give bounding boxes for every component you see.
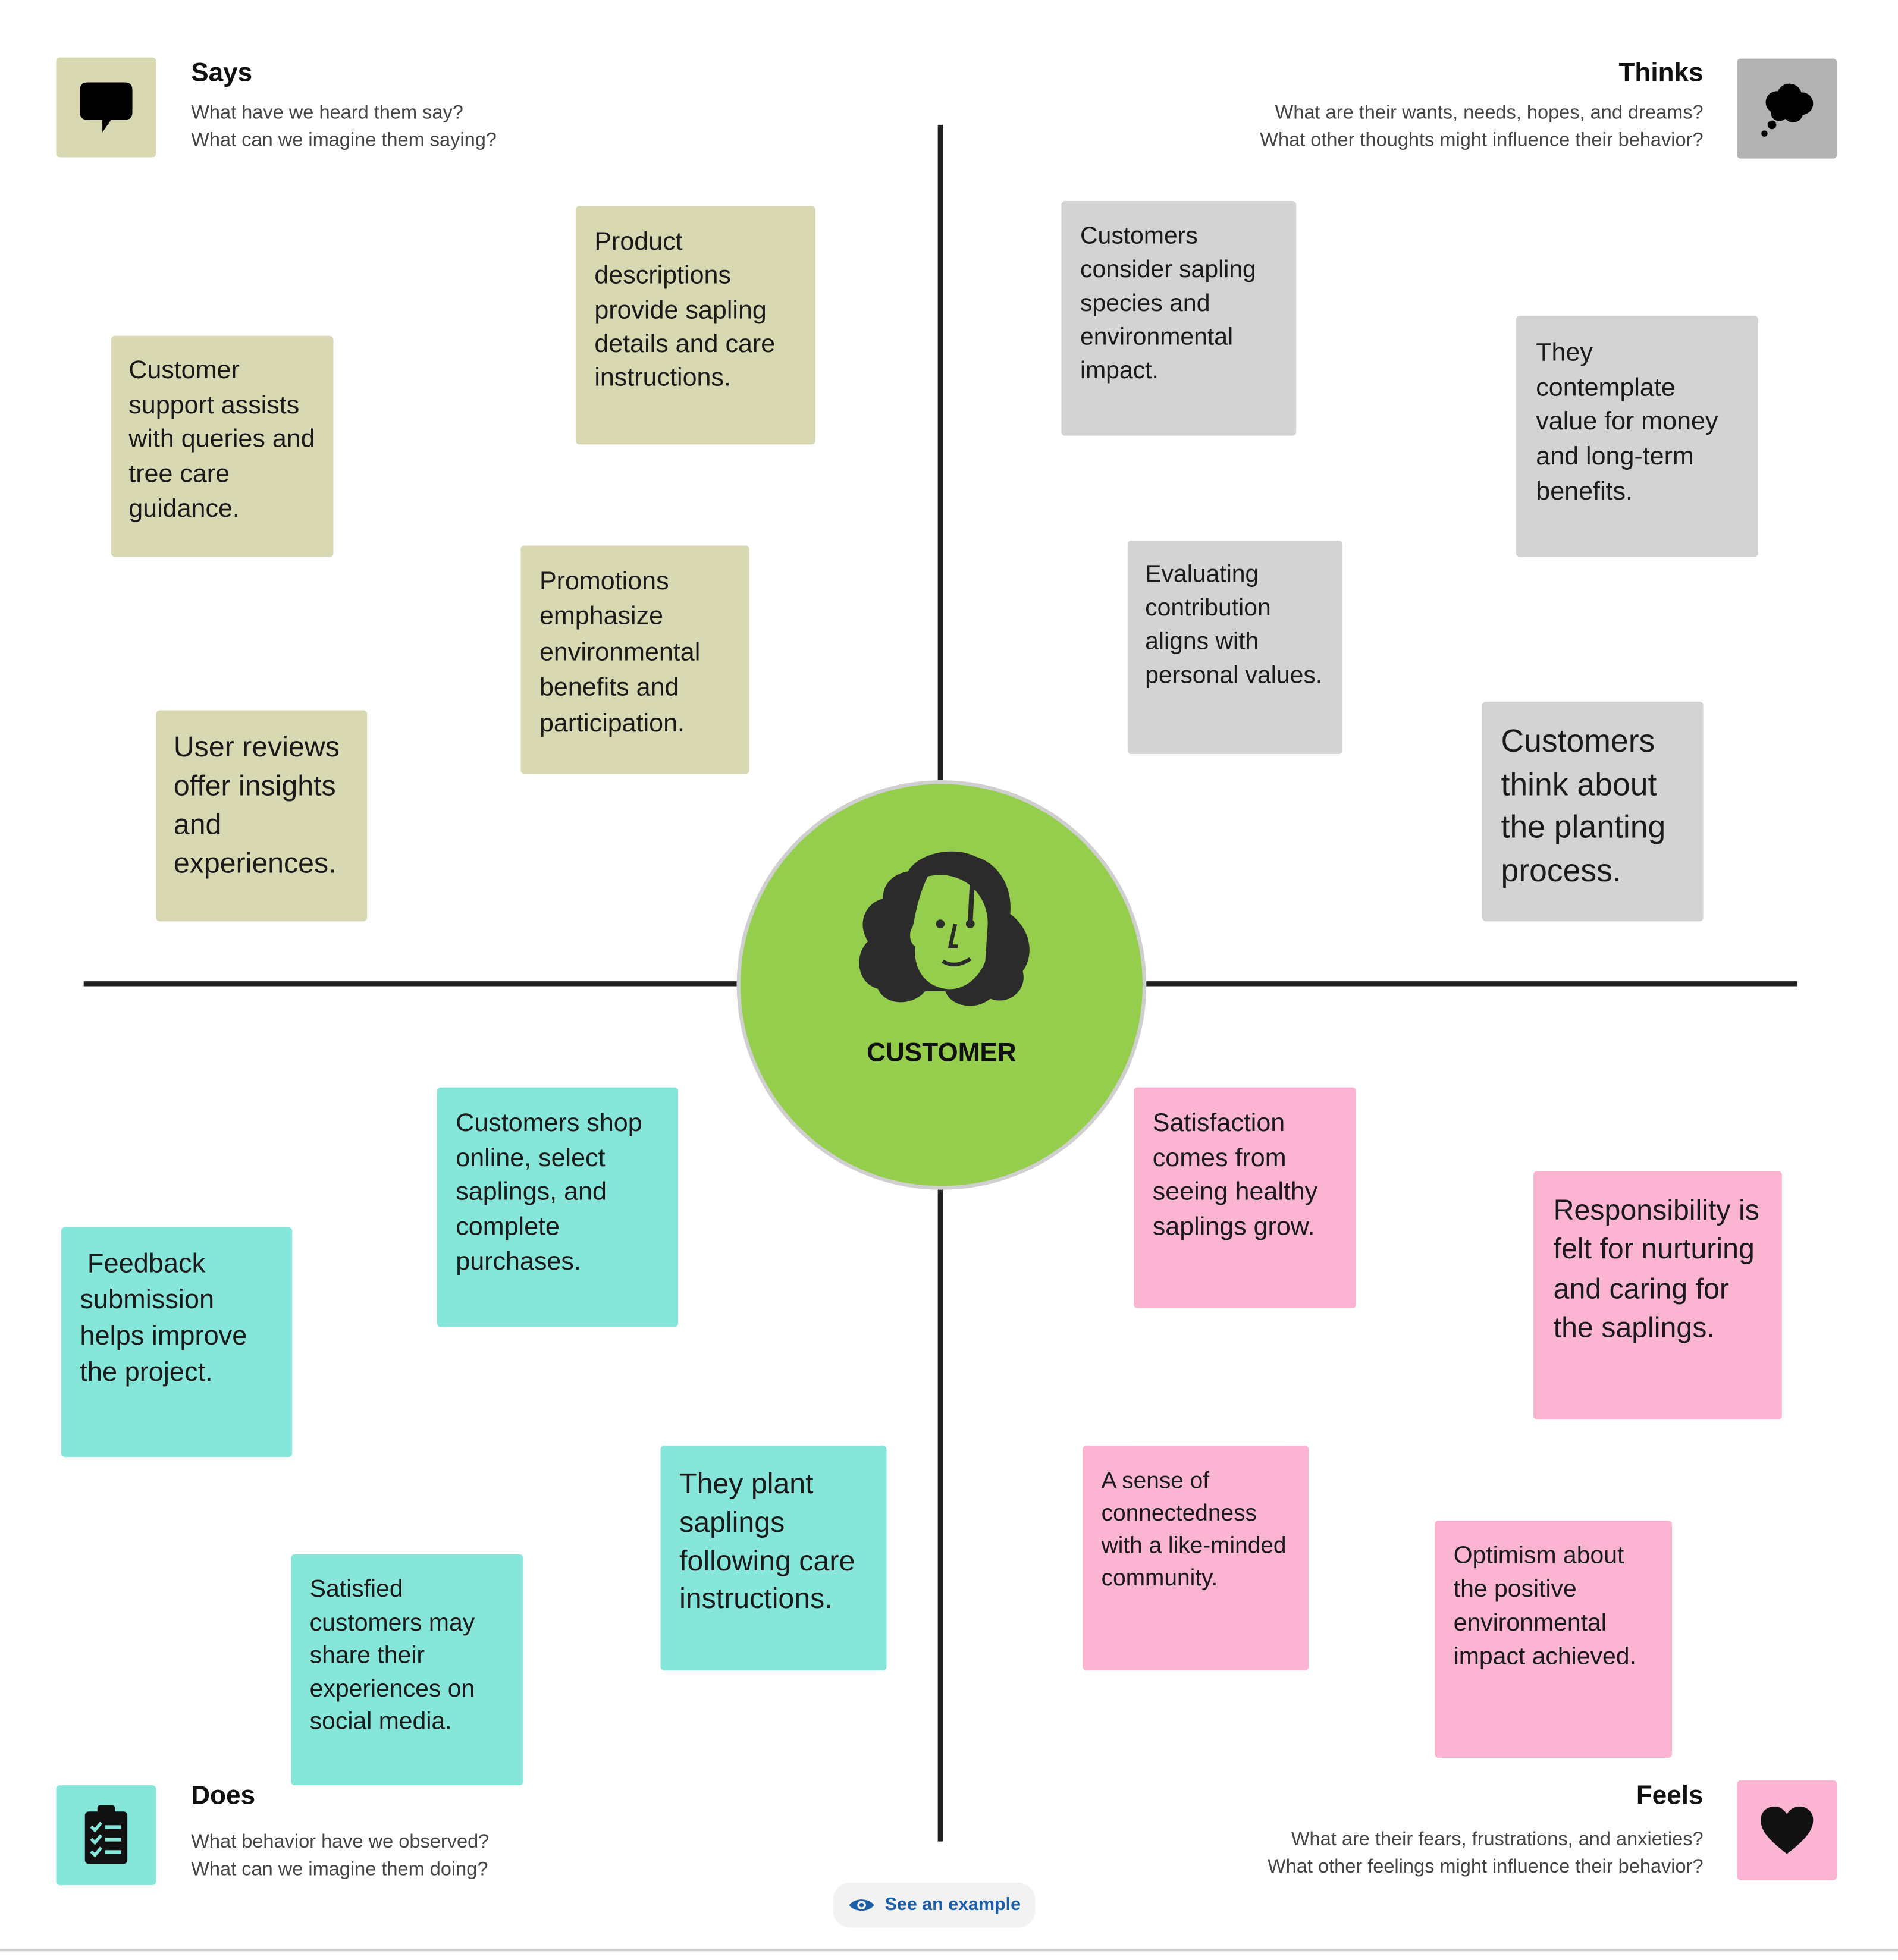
says-note[interactable]: Product descriptions provide sapling det… — [575, 206, 815, 445]
bottom-divider — [0, 1949, 1898, 1952]
feels-note[interactable]: Satisfaction comes from seeing healthy s… — [1134, 1087, 1356, 1309]
says-title: Says — [191, 58, 253, 87]
thinks-note[interactable]: They contemplate value for money and lon… — [1516, 316, 1758, 557]
feels-subtitle: What are their fears, frustrations, and … — [1268, 1826, 1704, 1881]
feels-question-1: What are their fears, frustrations, and … — [1291, 1829, 1704, 1851]
feels-note[interactable]: A sense of connectedness with a like-min… — [1083, 1446, 1309, 1670]
customer-face-icon — [859, 851, 1030, 1006]
thinks-question-1: What are their wants, needs, hopes, and … — [1275, 102, 1704, 124]
thinks-question-2: What other thoughts might influence thei… — [1260, 130, 1704, 152]
says-subtitle: What have we heard them say? What can we… — [191, 100, 497, 155]
axis-vertical-bottom — [937, 1186, 943, 1842]
axis-vertical-top — [937, 124, 943, 781]
does-note[interactable]: Satisfied customers may share their expe… — [291, 1554, 523, 1786]
thinks-note[interactable]: Evaluating contribution aligns with pers… — [1127, 541, 1342, 755]
feels-note[interactable]: Responsibility is felt for nurturing and… — [1533, 1171, 1782, 1420]
axis-horizontal-right — [1142, 981, 1797, 987]
thinks-note[interactable]: Customers think about the planting proce… — [1482, 701, 1704, 922]
clipboard-checklist-icon — [56, 1785, 156, 1886]
axis-horizontal-left — [83, 981, 737, 987]
does-title: Does — [191, 1781, 256, 1811]
see-example-label: See an example — [884, 1895, 1021, 1915]
customer-circle: CUSTOMER — [736, 780, 1147, 1190]
heart-icon — [1737, 1780, 1837, 1880]
feels-note[interactable]: Optimism about the positive environmenta… — [1435, 1521, 1673, 1758]
thought-cloud-icon — [1737, 58, 1837, 159]
says-question-2: What can we imagine them saying? — [191, 130, 497, 152]
does-note[interactable]: They plant saplings following care instr… — [660, 1446, 887, 1670]
feels-title: Feels — [1636, 1781, 1704, 1811]
does-note[interactable]: Customers shop online, select saplings, … — [437, 1087, 678, 1327]
thinks-title: Thinks — [1618, 58, 1704, 87]
does-note[interactable]: Feedback submission helps improve the pr… — [61, 1227, 293, 1457]
speech-bubble-icon — [56, 57, 156, 158]
says-note[interactable]: Promotions emphasize environmental benef… — [520, 545, 749, 774]
thinks-subtitle: What are their wants, needs, hopes, and … — [1260, 100, 1703, 155]
customer-label: CUSTOMER — [867, 1038, 1017, 1067]
eye-icon — [848, 1899, 874, 1911]
says-note[interactable]: User reviews offer insights and experien… — [156, 710, 368, 922]
does-subtitle: What behavior have we observed? What can… — [191, 1829, 489, 1884]
does-question-1: What behavior have we observed? — [191, 1831, 490, 1853]
says-question-1: What have we heard them say? — [191, 102, 463, 124]
thinks-note[interactable]: Customers consider sapling species and e… — [1061, 201, 1297, 436]
see-example-button[interactable]: See an example — [833, 1882, 1036, 1928]
does-question-2: What can we imagine them doing? — [191, 1859, 488, 1880]
feels-question-2: What other feelings might influence thei… — [1267, 1856, 1704, 1878]
says-note[interactable]: Customer support assists with queries an… — [111, 335, 334, 557]
